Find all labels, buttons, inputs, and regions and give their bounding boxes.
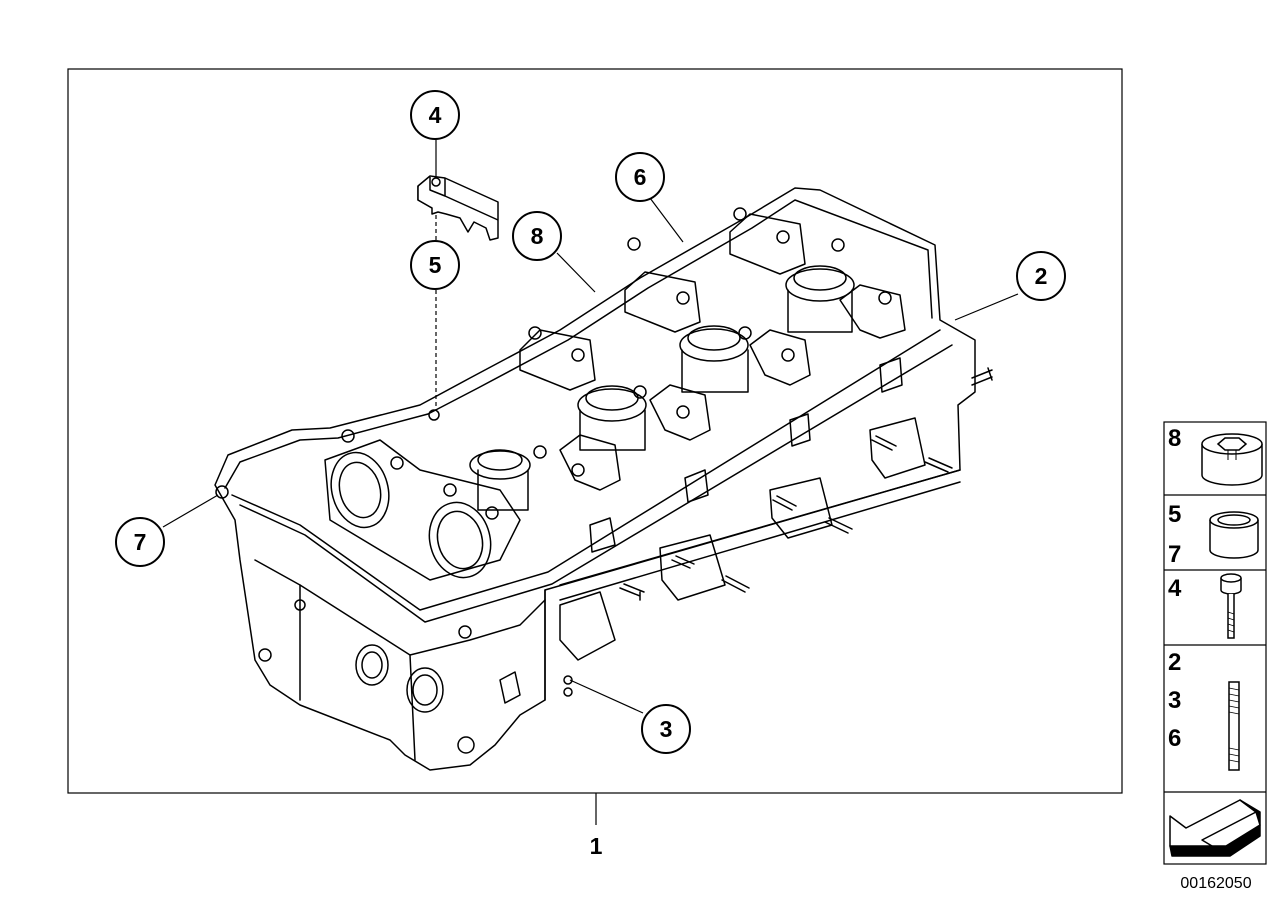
sidebar-number-6: 6: [1168, 725, 1181, 752]
sidebar-number-5: 5: [1168, 501, 1181, 528]
leader-3: [569, 679, 644, 714]
sidebar-number-2: 2: [1168, 649, 1181, 676]
callout-circle-2: [1016, 251, 1066, 301]
callout-circle-4: [410, 90, 460, 140]
callout-label-4: 4: [429, 102, 442, 128]
parts-sidebar: 8 5 7 4 2 3 6: [1163, 421, 1267, 865]
sidebar-number-7: 7: [1168, 541, 1181, 568]
leader-8: [556, 252, 596, 293]
cylinder-head-illustration: [214, 187, 993, 771]
bearing-cap-illustration: [417, 175, 499, 241]
leader-lines: [162, 137, 1019, 825]
sidebar-number-4: 4: [1168, 575, 1182, 602]
socket-bolt-icon: [1220, 573, 1242, 639]
sidebar-number-8: 8: [1168, 425, 1181, 452]
leader-7: [162, 494, 219, 528]
callout-label-1: 1: [590, 833, 603, 859]
callout-circle-6: [615, 152, 665, 202]
callout-circle-7: [115, 517, 165, 567]
callout-label-7: 7: [134, 529, 147, 555]
diagram-frame: [67, 68, 1123, 794]
callout-labels: 4 5 6 8 2 7 3 1: [134, 102, 1048, 859]
dowel-sleeve-icon: [1209, 511, 1259, 559]
callout-circle-8: [512, 211, 562, 261]
catalog-number: 00162050: [1180, 875, 1251, 892]
callout-label-5: 5: [429, 252, 442, 278]
callout-circles: [115, 90, 1066, 754]
leader-6: [649, 197, 684, 243]
view-direction-arrow-icon: [1169, 799, 1261, 857]
callout-circle-3: [641, 704, 691, 754]
sidebar-frame: [1163, 421, 1267, 865]
sidebar-number-3: 3: [1168, 687, 1181, 714]
threaded-stud-icon: [1228, 681, 1240, 771]
leader-2: [954, 293, 1019, 321]
callout-label-6: 6: [634, 164, 647, 190]
callout-circle-5: [410, 240, 460, 290]
hex-plug-icon: [1201, 433, 1263, 486]
callout-label-8: 8: [531, 223, 544, 249]
callout-label-2: 2: [1035, 263, 1048, 289]
callout-label-3: 3: [660, 716, 673, 742]
